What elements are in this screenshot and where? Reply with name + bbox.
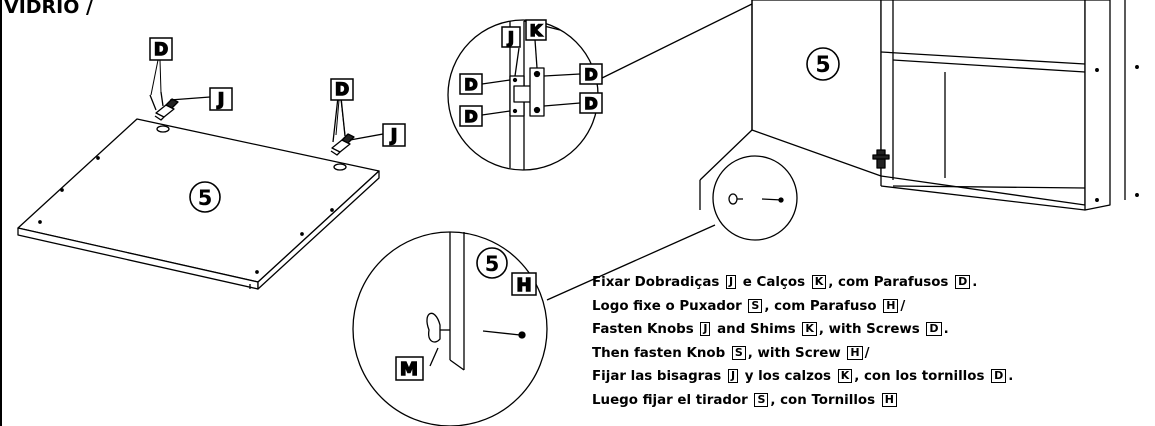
instruction-text: , com Parafuso [764,298,882,314]
callout-labels: D J D J J K D D D D H M [149,19,603,381]
instruction-text: , com Parafusos [828,275,954,290]
instruction-text: , with Screws [818,322,925,337]
callout-d-left: D [154,40,168,60]
cabinet-assembled [699,0,1139,211]
part-tag: H [847,345,863,360]
instruction-text: , con los tornillos [854,369,990,384]
callout-k-detail: K [530,21,543,40]
instruction-text: Then fasten Knob [592,345,730,361]
part-tag: D [991,369,1007,383]
callout-j-detail: J [507,28,514,47]
part-tag: H [883,298,899,313]
page-title: VIDRIO / [4,0,93,18]
panel-number-cabinet: 5 [815,53,830,78]
callout-d-right: D [335,80,349,100]
part-tag: S [754,392,769,407]
instruction-line: Then fasten Knob S, with Screw H/ [592,342,1152,366]
instruction-text: . [972,275,978,290]
callout-d-detail-2: D [464,107,477,126]
callout-d-detail-1: D [464,75,477,94]
part-tag: H [881,392,897,407]
instruction-text: . [943,322,949,337]
instruction-text: Fasten Knobs [592,322,699,337]
instruction-text: , con Tornillos [770,392,880,408]
part-tag: K [837,369,853,383]
instruction-text: Fixar Dobradiças [592,275,724,290]
knob-detail-small [712,155,798,241]
part-tag: K [811,275,827,289]
instruction-line: Fijar las bisagras J y los calzos K, con… [592,365,1152,389]
instruction-text: / [900,298,906,314]
instruction-text: Logo fixe o Puxador [592,298,747,314]
hinge-left-flat [149,91,211,121]
instructions-text: Fixar Dobradiças J e Calços K, com Paraf… [592,271,1152,412]
panel-number-badges: 5 5 5 [189,47,840,279]
callout-d-detail-4: D [584,94,597,113]
instruction-line: Fixar Dobradiças J e Calços K, com Paraf… [592,271,1152,295]
callout-j-right: J [390,126,397,146]
instruction-text: . [1008,369,1014,384]
instruction-text: e Calços [738,275,810,290]
instruction-text: Luego fijar el tirador [592,392,753,408]
part-tag: D [955,275,971,289]
instruction-line: Logo fixe o Puxador S, com Parafuso H/ [592,295,1152,319]
page-border [0,0,2,426]
part-tag: J [726,275,737,289]
panel-number-flat: 5 [198,186,213,210]
panel-number-knob-detail: 5 [485,252,500,276]
instruction-text: y los calzos [740,369,836,384]
part-tag: S [731,345,746,360]
callout-h: H [516,275,531,296]
callout-m: M [400,359,418,380]
callout-j-left: J [217,90,224,110]
instruction-text: and Shims [712,322,801,337]
part-tag: D [926,322,942,336]
instruction-text: , with Screw [747,345,846,361]
part-tag: S [748,298,763,313]
part-tag: J [700,322,711,336]
hinge-detail-circle [447,0,761,171]
instruction-text: Fijar las bisagras [592,369,726,384]
instruction-text: / [864,345,870,361]
callout-d-detail-3: D [584,65,597,84]
instruction-line: Luego fijar el tirador S, con Tornillos … [592,389,1152,413]
instruction-line: Fasten Knobs J and Shims K, with Screws … [592,318,1152,342]
part-tag: K [802,322,817,336]
part-tag: J [727,369,739,383]
